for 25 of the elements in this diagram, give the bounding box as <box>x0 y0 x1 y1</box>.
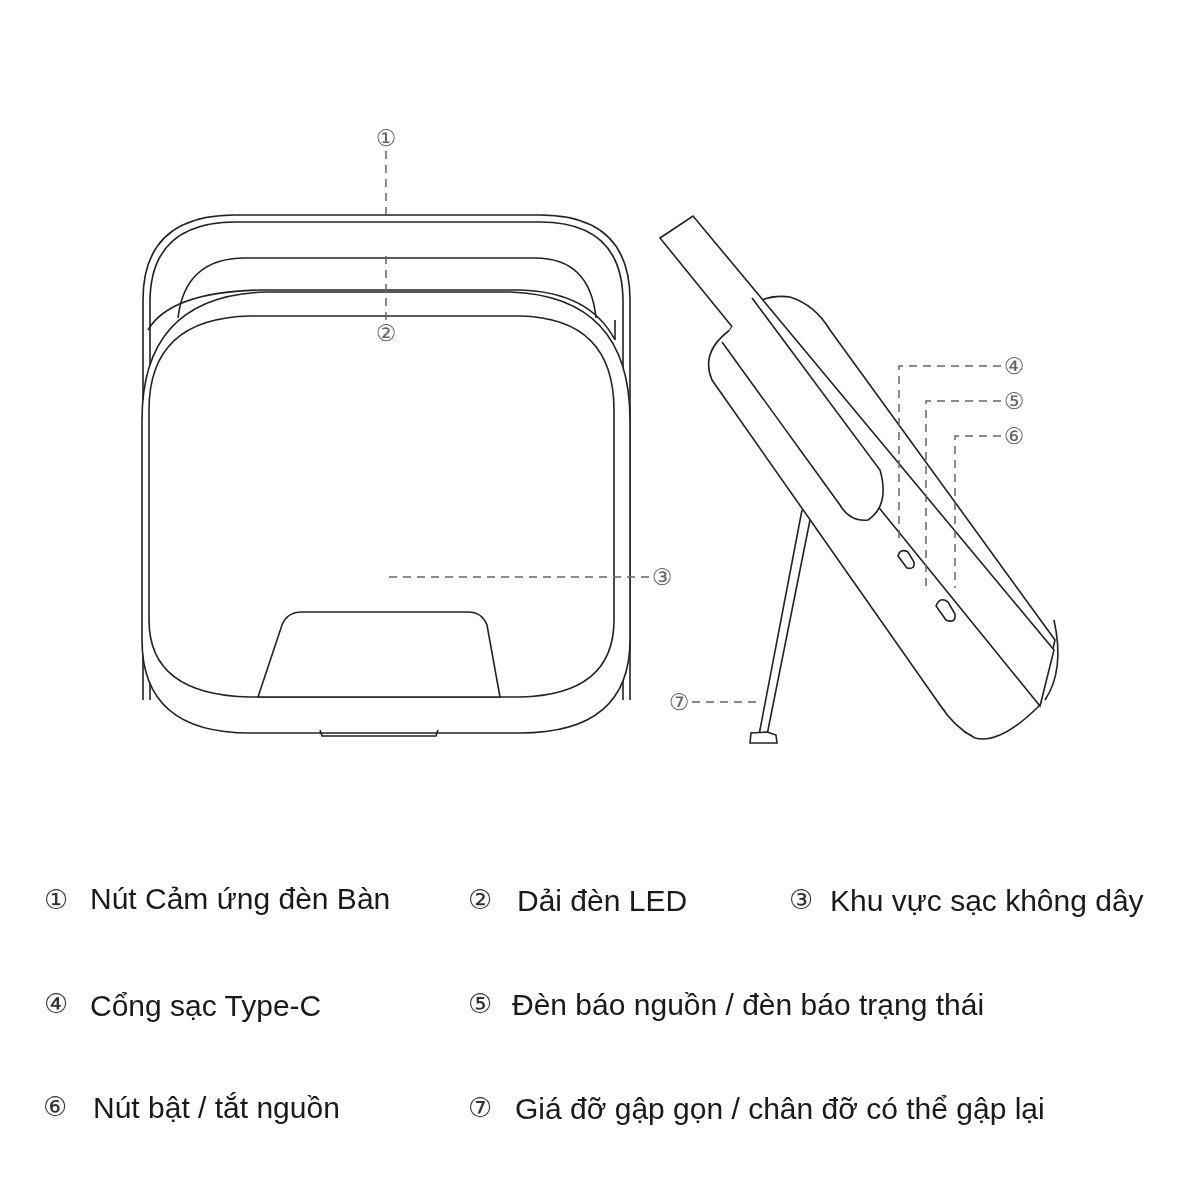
part-description: Dải đèn LED <box>517 883 688 917</box>
part-description: Khu vực sạc không dây <box>830 883 1144 917</box>
callout-number: ⑦ <box>468 1093 493 1123</box>
leader-line <box>954 435 1002 589</box>
part-description: Giá đỡ gập gọn / chân đỡ có thể gập lại <box>515 1091 1045 1125</box>
leader-line <box>925 400 1002 589</box>
callout-number: ① <box>375 126 397 150</box>
callout-number: ② <box>375 321 397 345</box>
part-description: Nút Cảm ứng đèn Bàn <box>90 881 391 915</box>
callout-number: ① <box>44 885 69 915</box>
callout-number: ⑥ <box>1003 424 1025 448</box>
callout-number: ④ <box>44 989 69 1019</box>
callout-number: ④ <box>1003 354 1025 378</box>
part-description: Đèn báo nguồn / đèn báo trạng thái <box>512 987 985 1021</box>
leader-line <box>385 150 387 215</box>
callout-number: ⑤ <box>468 989 493 1019</box>
part-description: Nút bật / tắt nguồn <box>93 1090 340 1124</box>
callout-number: ⑤ <box>1003 389 1025 413</box>
callout-number: ③ <box>651 565 673 589</box>
callout-number: ② <box>468 885 493 915</box>
callout-number: ⑥ <box>43 1092 68 1122</box>
callout-number: ⑦ <box>668 690 690 714</box>
callout-number: ③ <box>789 885 814 915</box>
leader-line <box>691 701 759 703</box>
part-description: Cổng sạc Type-C <box>90 988 322 1022</box>
